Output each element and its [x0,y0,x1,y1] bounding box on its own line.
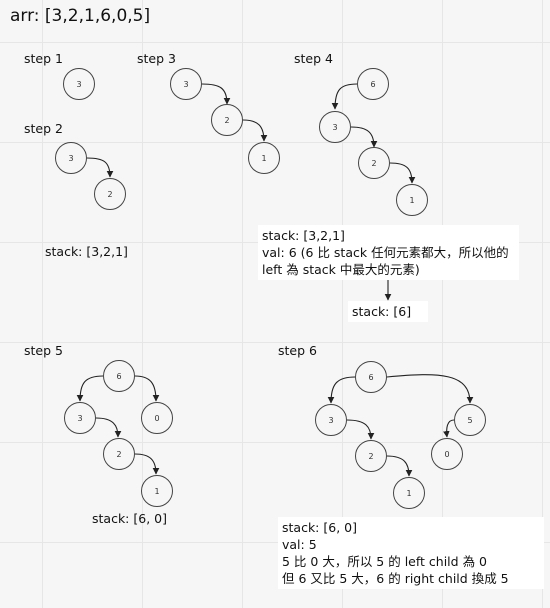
step-1-label: step 1 [24,51,63,66]
step-4-stack-after: stack: [6] [348,301,428,322]
edge-s5-2-1 [134,453,160,475]
node-s3-1: 1 [248,142,280,174]
node-s4-2: 2 [358,147,390,179]
edge-s6-3-2 [346,419,375,440]
node-s4-3: 3 [319,111,351,143]
node-s5-1: 1 [141,475,173,507]
node-s5-6: 6 [103,360,135,392]
edge-s5-3-2 [95,417,122,438]
node-s6-1: 1 [393,477,425,509]
step-2-label: step 2 [24,121,63,136]
node-s6-0: 0 [431,438,463,470]
node-s5-2: 2 [103,438,135,470]
step-4-note-line: val: 6 (6 比 stack 任何元素都大，所以他的 [262,245,509,260]
step-2-stack: stack: [3,2,1] [45,244,128,259]
step-6-note-line: 5 比 0 大，所以 5 的 left child 為 0 [282,554,487,569]
node-s3-2: 2 [211,104,243,136]
edge-s3-2-1 [242,119,268,142]
edge-s6-2-1 [386,455,413,477]
node-s5-0: 0 [141,402,173,434]
node-s3-3: 3 [170,68,202,100]
step-6-note: stack: [6, 0] val: 5 5 比 0 大，所以 5 的 left… [278,517,544,589]
edge-s6-5-0 [443,419,455,438]
node-s2-2: 2 [94,178,126,210]
node-s5-3: 3 [64,402,96,434]
edge-s5-6-3 [76,375,104,402]
edge-s4-2-1 [389,162,416,184]
page-title: arr: [3,2,1,6,0,5] [10,6,151,26]
step-4-note-line: left 為 stack 中最大的元素) [262,262,420,277]
step-4-note: stack: [3,2,1] val: 6 (6 比 stack 任何元素都大，… [258,225,519,280]
node-s6-2: 2 [355,440,387,472]
node-s1-3: 3 [63,68,95,100]
edge-s5-6-0 [134,375,160,402]
edge-s6-6-3 [327,376,356,404]
node-s2-3: 3 [55,142,87,174]
node-s6-6: 6 [355,361,387,393]
step-6-note-line: val: 5 [282,537,317,552]
step-6-note-line: stack: [6, 0] [282,520,357,535]
step-4-label: step 4 [294,51,333,66]
step-3-label: step 3 [137,51,176,66]
edge-s4-3-2 [350,126,378,148]
step-4-note-line: stack: [3,2,1] [262,228,345,243]
step-5-label: step 5 [24,343,63,358]
edge-s4-6-3 [331,83,358,110]
edge-s6-6-5 [386,374,474,404]
node-s6-5: 5 [454,404,486,436]
step-6-note-line: 但 6 又比 5 大，6 的 right child 換成 5 [282,571,509,586]
node-s4-6: 6 [357,68,389,100]
step-5-stack: stack: [6, 0] [92,511,167,526]
step-6-label: step 6 [278,343,317,358]
node-s6-3: 3 [315,404,347,436]
edge-s2-3-2 [86,157,114,178]
node-s4-1: 1 [396,184,428,216]
edge-s3-3-2 [201,83,231,105]
